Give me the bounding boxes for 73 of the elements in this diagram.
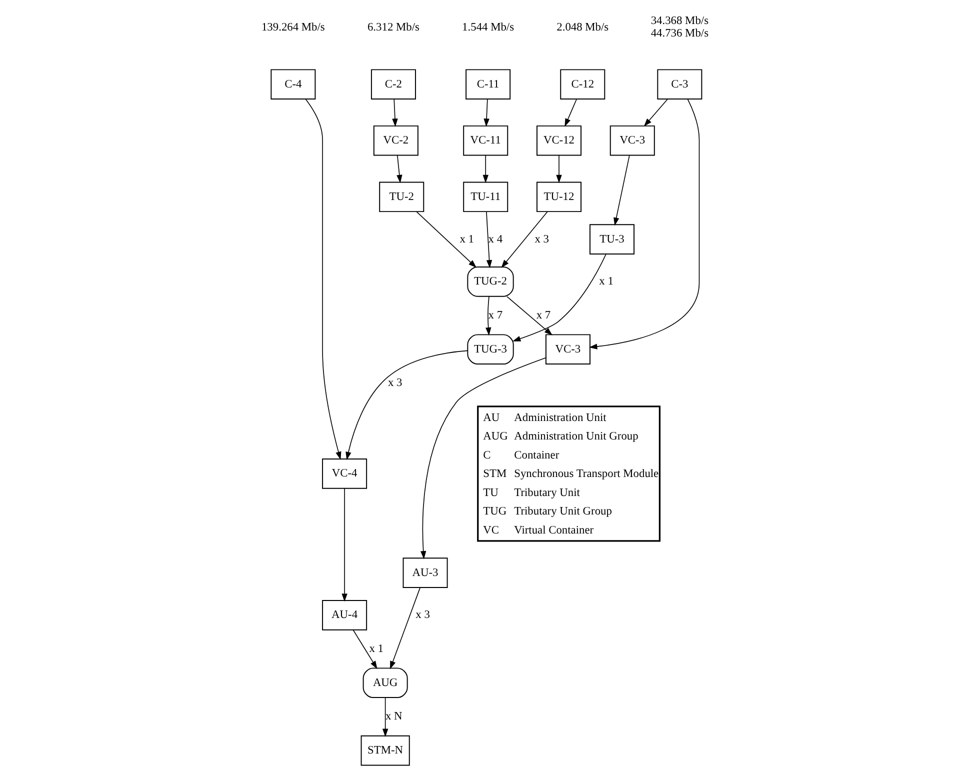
arrow bbox=[482, 155, 488, 184]
node-box: VC-4 bbox=[322, 458, 368, 489]
node-box: C-2 bbox=[370, 69, 416, 100]
node-box: C-4 bbox=[270, 69, 316, 100]
node-box: C-11 bbox=[466, 69, 511, 100]
arrow bbox=[305, 98, 342, 460]
arrow bbox=[420, 357, 546, 560]
label: Tributary Unit Group bbox=[514, 506, 612, 518]
arrow bbox=[556, 155, 562, 184]
label: Container bbox=[514, 449, 560, 462]
node-label: 2.048 Mb/s bbox=[556, 21, 609, 34]
arrow bbox=[564, 98, 577, 127]
edge-label: x 1 bbox=[599, 276, 614, 288]
edge-label: x 3 bbox=[388, 377, 402, 390]
label: Administration Unit Group bbox=[514, 430, 638, 443]
node-box: VC-12 bbox=[536, 125, 582, 156]
arrow bbox=[484, 98, 490, 127]
arrow bbox=[342, 488, 348, 602]
label: Administration Unit bbox=[514, 412, 606, 424]
label: STM bbox=[483, 468, 507, 480]
arrow bbox=[352, 630, 378, 670]
edge-label: x 7 bbox=[488, 310, 503, 322]
arrow bbox=[501, 211, 548, 268]
arrow bbox=[396, 155, 402, 184]
node-box: AU-3 bbox=[402, 558, 448, 588]
arrow bbox=[382, 697, 388, 737]
node-box: TU-12 bbox=[536, 182, 582, 212]
edge-label: x 7 bbox=[536, 310, 551, 322]
node-box: C-12 bbox=[560, 69, 606, 100]
node-box: TUG-3 bbox=[467, 334, 514, 365]
node-box: TU-3 bbox=[590, 224, 634, 254]
arrow bbox=[390, 587, 421, 670]
arrow bbox=[589, 98, 700, 350]
arrow bbox=[512, 254, 606, 342]
node-label: 6.312 Mb/s bbox=[367, 21, 420, 34]
arrow bbox=[506, 296, 552, 336]
label: TU bbox=[483, 486, 498, 499]
label: Tributary Unit bbox=[514, 486, 580, 499]
arrow bbox=[486, 211, 492, 268]
arrow bbox=[392, 98, 398, 127]
label: VC bbox=[483, 524, 500, 536]
arrow bbox=[486, 296, 492, 336]
node-box: TU-2 bbox=[379, 182, 424, 212]
arrow bbox=[614, 154, 630, 226]
edge-label: x 1 bbox=[460, 233, 474, 246]
node-label: 1.544 Mb/s bbox=[462, 21, 514, 34]
label: AUG bbox=[483, 430, 508, 443]
edge-label: x N bbox=[385, 710, 402, 723]
node-box: C-3 bbox=[657, 69, 702, 100]
arrow bbox=[416, 211, 477, 268]
label: TUG bbox=[483, 506, 507, 518]
node-box: VC-2 bbox=[373, 125, 418, 156]
node-box: VC-11 bbox=[463, 125, 508, 156]
edge-label: x 3 bbox=[534, 233, 550, 246]
node-box: VC-3 bbox=[610, 125, 655, 156]
node-box: AU-4 bbox=[322, 600, 368, 630]
node-label: 139.264 Mb/s bbox=[261, 21, 325, 34]
label: AU bbox=[483, 412, 500, 424]
label: Virtual Container bbox=[514, 524, 594, 536]
node-box: TUG-2 bbox=[467, 266, 514, 297]
node-box: TU-11 bbox=[463, 182, 508, 212]
arrow bbox=[644, 98, 668, 127]
edge-label: x 4 bbox=[488, 233, 503, 246]
label: Synchronous Transport Module bbox=[514, 468, 659, 480]
edge-label: x 3 bbox=[416, 609, 430, 622]
edge-label: x 1 bbox=[369, 643, 384, 656]
arrow bbox=[346, 350, 468, 460]
node-box: AUG bbox=[362, 668, 408, 698]
node-box: VC-3 bbox=[545, 334, 590, 365]
node-box: STM-N bbox=[360, 735, 410, 766]
node-label: 44.736 Mb/s bbox=[650, 27, 709, 40]
label: C bbox=[483, 449, 491, 462]
node-label: 34.368 Mb/s bbox=[650, 15, 709, 28]
